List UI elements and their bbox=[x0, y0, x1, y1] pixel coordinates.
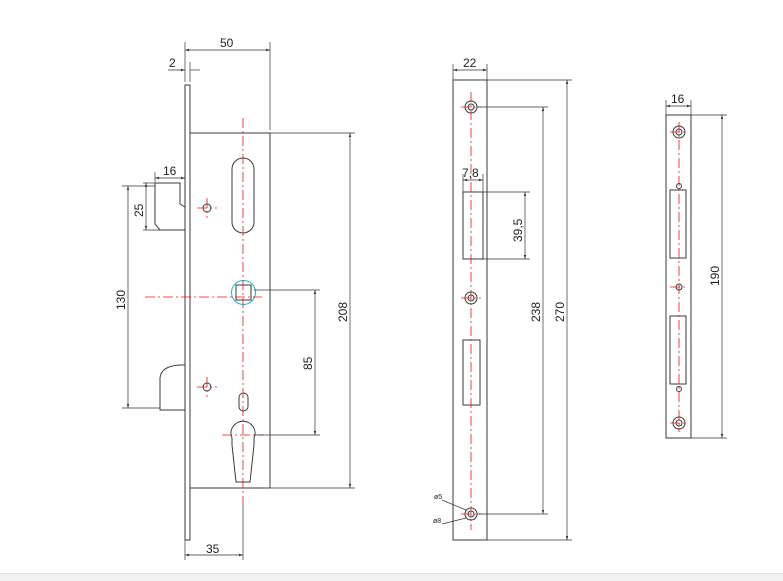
dim-faceplate-width-label: 22 bbox=[463, 56, 477, 70]
lock-body-dimension-labels: 50 2 16 25 130 208 85 35 bbox=[114, 36, 350, 556]
dim-latch-projection-label: 16 bbox=[163, 164, 177, 178]
bottom-scroll-strip bbox=[0, 573, 783, 581]
strike-lower-slot bbox=[669, 315, 687, 385]
strike-plate-outline bbox=[665, 114, 692, 439]
dim-strike-length-label: 190 bbox=[708, 266, 722, 286]
dim-hook-height-label: 25 bbox=[132, 203, 146, 217]
dim-width-label: 50 bbox=[220, 36, 234, 50]
faceplate-dimension-labels: 22 7,8 39,5 238 270 ø5 ø8 bbox=[433, 56, 567, 525]
strike-plate-view bbox=[665, 114, 692, 439]
faceplate-centerlines bbox=[461, 92, 481, 530]
spindle-square bbox=[235, 284, 252, 301]
lower-hook bbox=[159, 364, 185, 411]
lock-body-centerlines bbox=[145, 118, 264, 505]
dim-fixing-centres-label: 238 bbox=[529, 302, 543, 322]
upper-hook bbox=[154, 182, 186, 231]
cylinder-hole bbox=[230, 420, 256, 483]
strike-upper-slot bbox=[669, 189, 687, 259]
dim-backset-label: 35 bbox=[206, 542, 220, 556]
strike-plate-dimension-labels: 16 190 bbox=[671, 92, 722, 286]
lock-faceplate bbox=[184, 84, 191, 541]
dim-slot-height-label: 39,5 bbox=[511, 218, 525, 242]
faceplate-dimensions bbox=[441, 64, 572, 541]
dim-slot-offset-label: 7,8 bbox=[462, 166, 479, 180]
strike-lower-pin bbox=[676, 386, 682, 392]
dim-strike-width-label: 16 bbox=[671, 92, 685, 106]
strike-plate-dimensions bbox=[665, 100, 727, 439]
dim-hook-span-label: 130 bbox=[114, 290, 128, 310]
dim-faceplate-offset-label: 2 bbox=[169, 56, 176, 70]
dim-faceplate-length-label: 270 bbox=[553, 302, 567, 322]
strike-plate-centerlines bbox=[670, 122, 688, 432]
lock-body-dimensions bbox=[122, 42, 355, 560]
lock-case bbox=[189, 132, 271, 489]
dim-body-height-label: 208 bbox=[336, 302, 350, 322]
faceplate-lower-slot bbox=[462, 339, 481, 406]
faceplate-view bbox=[452, 79, 488, 541]
faceplate-outline bbox=[452, 79, 488, 541]
spindle-highlight bbox=[231, 280, 256, 305]
lock-body-view bbox=[154, 84, 271, 541]
small-slot bbox=[238, 392, 249, 412]
dim-spindle-cylinder-label: 85 bbox=[301, 356, 315, 370]
dim-hole-small-label: ø5 bbox=[434, 494, 442, 501]
faceplate-upper-slot bbox=[462, 191, 484, 260]
dim-hole-large-label: ø8 bbox=[433, 518, 441, 525]
